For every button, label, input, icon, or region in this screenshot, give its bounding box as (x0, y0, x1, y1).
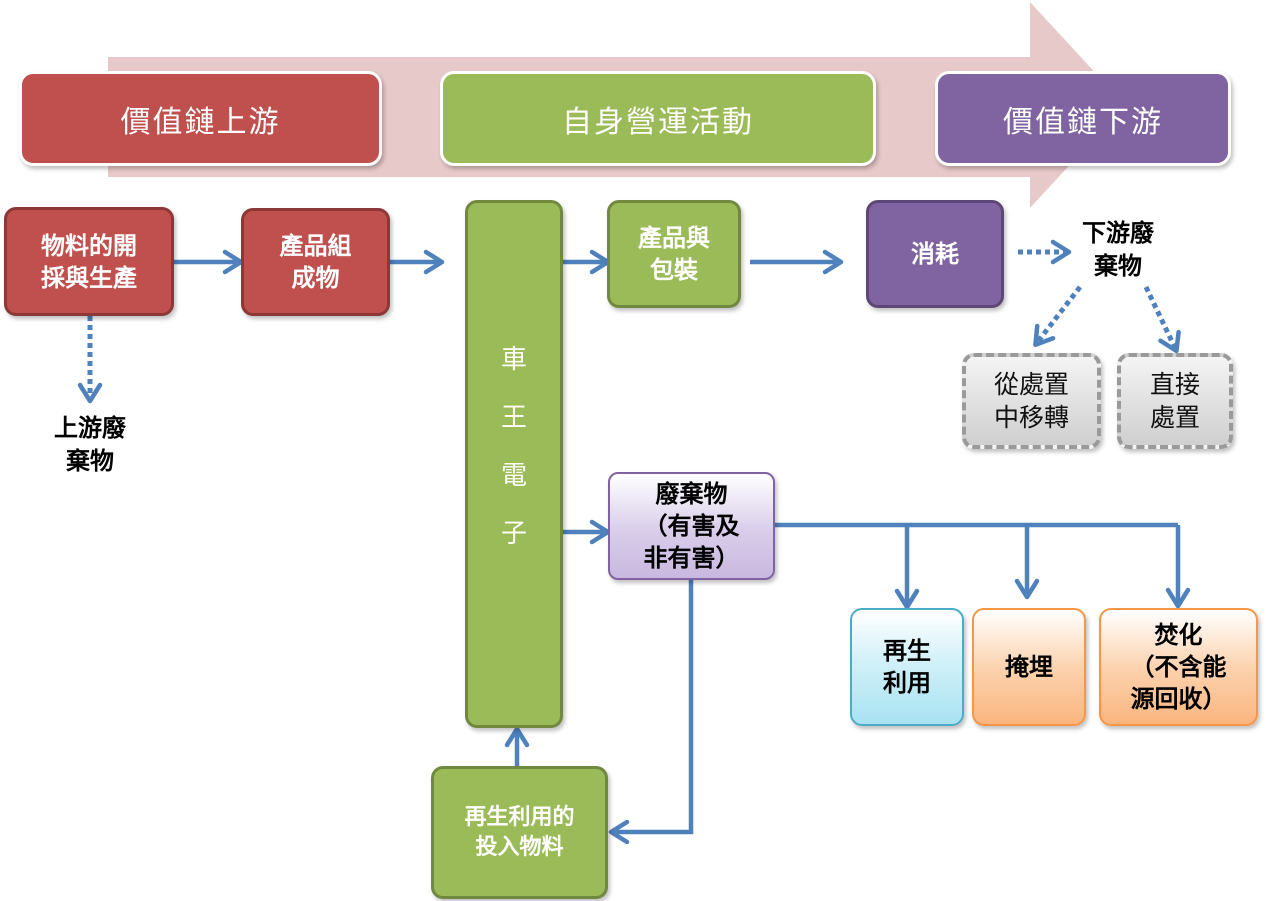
node-consumption: 消耗 (866, 200, 1004, 308)
node-recycled-input: 再生利用的 投入物料 (431, 766, 608, 899)
company-char-3: 電 (500, 461, 527, 491)
node-raw-materials: 物料的開 採與生產 (4, 207, 174, 316)
node-product-packaging: 產品與 包裝 (607, 200, 741, 308)
company-char-1: 車 (500, 345, 527, 375)
company-char-4: 子 (500, 519, 527, 549)
node-components: 產品組 成物 (241, 208, 390, 316)
dotted-arrow-to-diverted (1033, 285, 1082, 348)
node-landfill: 掩埋 (972, 608, 1086, 726)
node-company: 車 王 電 子 (465, 200, 563, 728)
node-direct-disposal: 直接 處置 (1117, 353, 1233, 449)
node-incineration: 焚化 （不含能 源回收） (1099, 608, 1258, 726)
company-char-2: 王 (500, 403, 527, 433)
node-waste: 廢棄物 （有害及 非有害） (608, 472, 775, 580)
header-operations: 自身營運活動 (440, 71, 876, 166)
dotted-arrow-to-direct (1143, 285, 1181, 354)
node-diverted-from-disposal: 從處置 中移轉 (962, 353, 1101, 449)
arrow-waste-to-recycled-input (608, 580, 694, 845)
label-downstream-waste: 下游廢 棄物 (1082, 219, 1154, 280)
header-downstream: 價值鏈下游 (935, 71, 1231, 166)
label-upstream-waste: 上游廢 棄物 (54, 414, 126, 475)
node-recycle: 再生 利用 (850, 608, 964, 726)
header-upstream: 價值鏈上游 (19, 71, 382, 166)
